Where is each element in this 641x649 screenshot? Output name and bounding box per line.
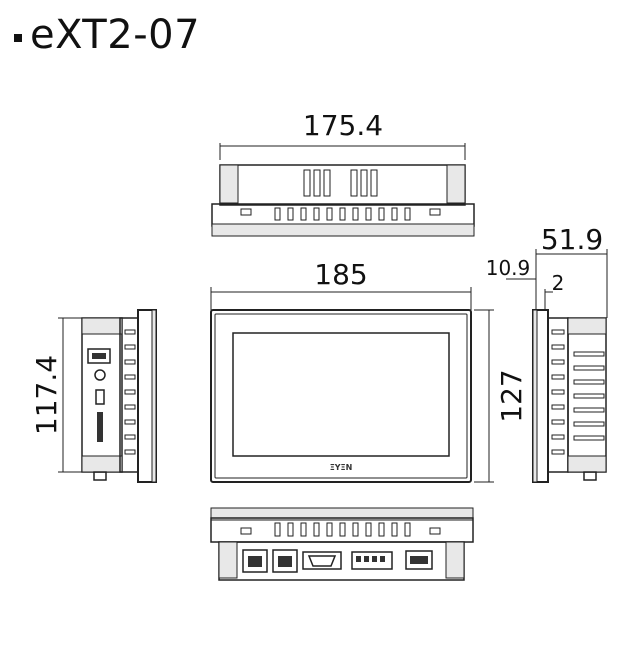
front-height-dimension: 127 bbox=[474, 309, 528, 483]
left-usb-port-icon bbox=[87, 348, 111, 364]
front-width-dimension: 185 bbox=[210, 258, 472, 310]
dim-left-height: 117.4 bbox=[30, 355, 63, 435]
title-row: eXT2-07 bbox=[14, 10, 200, 60]
front-view: 185 ΞΥΞΝ 127 bbox=[210, 258, 528, 483]
front-logo: ΞΥΞΝ bbox=[330, 463, 353, 472]
left-sd-slot-icon bbox=[95, 389, 105, 405]
bottom-flange-slots bbox=[274, 522, 411, 537]
model-title: eXT2-07 bbox=[30, 12, 201, 58]
left-side-view: 117.4 bbox=[30, 309, 157, 483]
bottom-view bbox=[210, 507, 474, 581]
side-bezel-dimension: 2 bbox=[544, 271, 565, 312]
ethernet-port-2-icon bbox=[272, 549, 298, 573]
front-screen bbox=[232, 332, 450, 457]
side-depth-dimension: 51.9 bbox=[535, 223, 608, 318]
terminal-block-icon bbox=[351, 551, 393, 570]
dim-side-bezel: 2 bbox=[552, 271, 565, 295]
serial-port-icon bbox=[302, 551, 342, 570]
left-button-icon bbox=[94, 369, 106, 381]
left-vent-slots bbox=[124, 329, 136, 455]
side-offset-dimension: 10.9 bbox=[486, 256, 536, 280]
dim-front-height: 127 bbox=[495, 369, 528, 422]
dim-top-width: 175.4 bbox=[303, 109, 383, 142]
top-flange-slots bbox=[274, 207, 411, 221]
dim-side-offset: 10.9 bbox=[486, 256, 531, 280]
ethernet-port-1-icon bbox=[242, 549, 268, 573]
right-vent-slots bbox=[551, 329, 605, 455]
bullet-icon bbox=[14, 34, 22, 42]
dim-side-depth: 51.9 bbox=[541, 223, 603, 256]
right-side-view: 51.9 10.9 2 bbox=[486, 223, 608, 483]
left-port-icon bbox=[97, 412, 103, 442]
left-height-dimension: 117.4 bbox=[30, 317, 82, 473]
dim-front-width: 185 bbox=[314, 258, 367, 291]
top-view: 175.4 bbox=[211, 109, 475, 237]
top-width-dimension: 175.4 bbox=[219, 109, 466, 160]
power-connector-icon bbox=[405, 550, 433, 570]
top-vent-slots bbox=[303, 169, 378, 197]
